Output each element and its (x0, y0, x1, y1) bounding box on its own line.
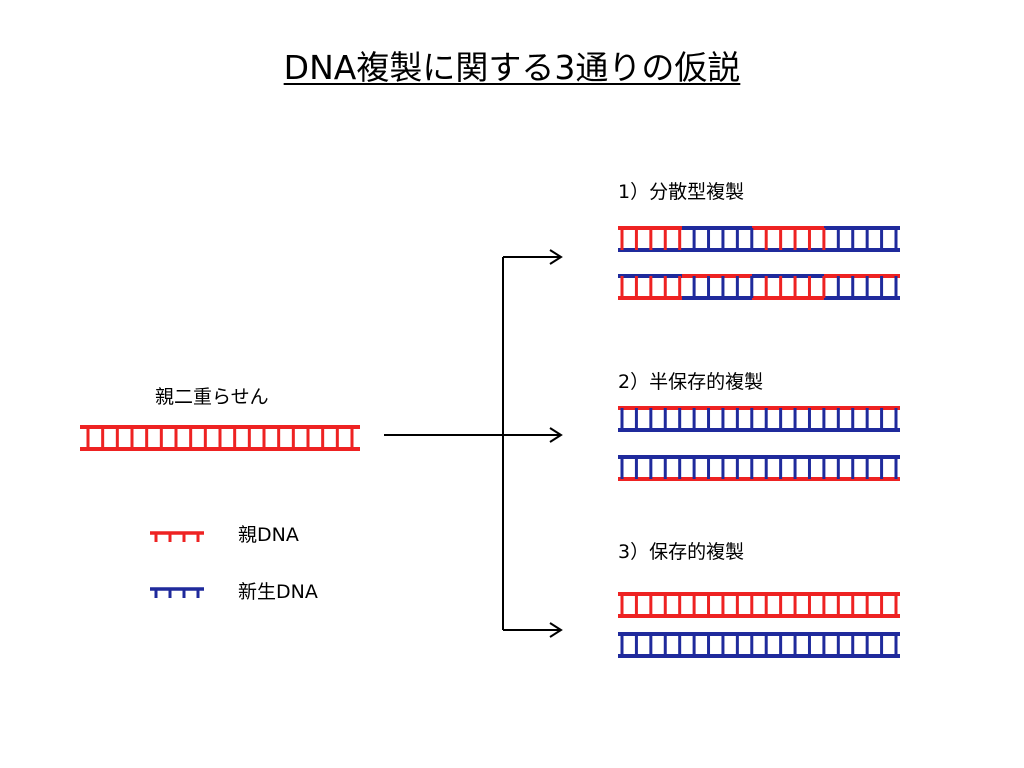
model-label-dispersive: 1）分散型複製 (618, 181, 745, 203)
branch-arrow-dispersive-head (549, 249, 563, 265)
model-label-semiconservative: 2）半保存的複製 (618, 371, 764, 393)
dispersive-helix-1 (618, 226, 900, 252)
new-dna-strand-icon (150, 587, 204, 598)
branch-arrow-semiconservative-head (549, 427, 563, 443)
dispersive-helix-2 (618, 274, 900, 300)
strands-group (80, 226, 900, 658)
legend-parent-label: 親DNA (238, 524, 299, 546)
legend-new-label: 新生DNA (238, 581, 318, 603)
semiconservative-helix-1 (618, 406, 900, 432)
model-label-conservative: 3）保存的複製 (618, 541, 745, 563)
page-title: DNA複製に関する3通りの仮説 (0, 44, 1024, 92)
parent-helix-label: 親二重らせん (155, 386, 269, 408)
title-text: DNA複製に関する3通りの仮説 (283, 48, 741, 87)
conservative-helix-parent (618, 592, 900, 618)
semiconservative-helix-2 (618, 455, 900, 481)
branch-arrow-conservative-head (549, 622, 563, 638)
arrows-group (384, 249, 563, 638)
parent-helix (80, 425, 360, 451)
conservative-helix-new (618, 632, 900, 658)
parent-dna-strand-icon (150, 531, 204, 542)
